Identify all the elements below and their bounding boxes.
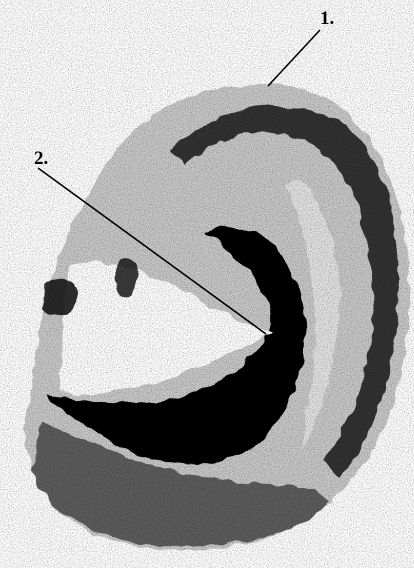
label-2: 2.	[34, 148, 48, 169]
label-1: 1.	[320, 8, 334, 29]
